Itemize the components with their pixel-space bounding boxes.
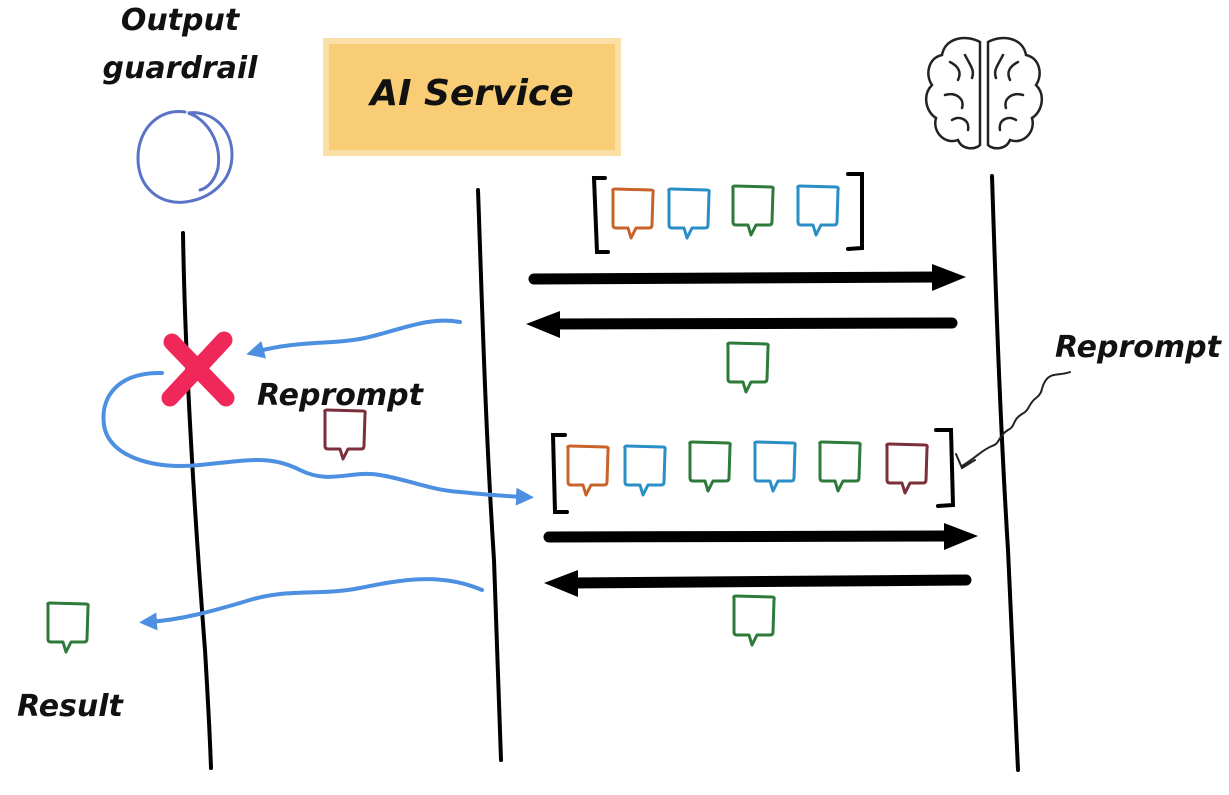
ai-service-lifeline xyxy=(476,188,503,762)
ai-service-label: AI Service xyxy=(367,73,573,114)
message-bubble-icon xyxy=(667,187,711,240)
request-arrow-1 xyxy=(528,264,966,291)
first-request-messages xyxy=(591,172,864,254)
result-message-bubble-icon xyxy=(46,601,90,654)
reprompt-pointer xyxy=(961,371,1071,467)
message-bubble-icon xyxy=(796,184,840,237)
cross-mark-icon xyxy=(161,331,235,407)
message-bubble-icon xyxy=(731,184,775,237)
reprompt-left-label: Reprompt xyxy=(257,378,425,413)
output-guardrail-label-line1: Output xyxy=(121,3,241,38)
message-bubble-icon xyxy=(818,440,862,493)
message-bubble-icon xyxy=(611,187,655,240)
request-arrow-2 xyxy=(543,523,978,550)
message-bubble-icon xyxy=(688,440,732,493)
response-arrow-2 xyxy=(544,570,972,597)
response-message-bubble-icon xyxy=(726,341,770,394)
bracket-left xyxy=(550,433,569,514)
reprompt-message-bubble-icon xyxy=(323,408,367,461)
message-bubble-icon xyxy=(566,444,610,497)
ai-service-box: AI Service xyxy=(323,38,621,156)
brain-icon xyxy=(924,36,1044,150)
result-label: Result xyxy=(17,689,124,724)
message-bubble-icon xyxy=(623,444,667,497)
reprompt-pointer-head xyxy=(955,453,976,470)
response-message-bubble-icon xyxy=(732,594,776,647)
bracket-left xyxy=(591,176,610,254)
guardrail-circle-icon xyxy=(136,110,234,204)
second-request-messages xyxy=(550,428,956,514)
output-guardrail-label-line2: guardrail xyxy=(103,51,259,86)
guardrail-lifeline xyxy=(181,231,213,770)
message-bubble-icon xyxy=(753,440,797,493)
reprompt-loop-arrow xyxy=(101,370,534,506)
bracket-right xyxy=(934,428,956,508)
bracket-right xyxy=(846,172,864,251)
reprompt-right-label: Reprompt xyxy=(1055,330,1223,365)
response-arrow-1 xyxy=(526,311,958,338)
message-bubble-icon xyxy=(885,442,929,495)
to-result-arrow xyxy=(139,577,484,631)
to-guardrail-arrow xyxy=(246,318,462,359)
llm-lifeline xyxy=(990,174,1020,772)
